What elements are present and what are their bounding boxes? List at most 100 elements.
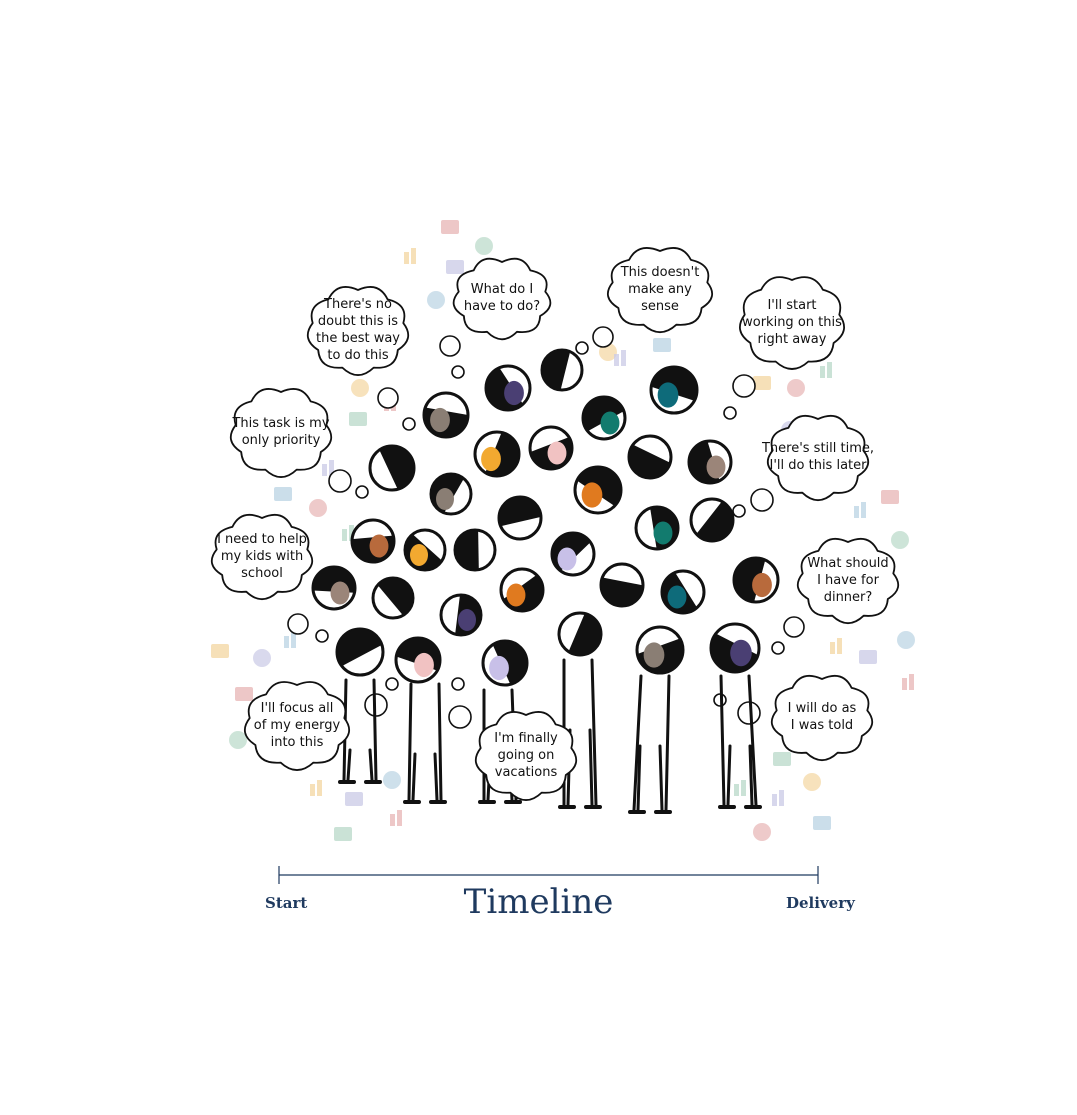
- faded-chart-icon: [909, 674, 914, 690]
- person-hair: [696, 501, 733, 541]
- thought-bubble-text: This task is my only priority: [232, 416, 330, 448]
- person-hair: [601, 577, 643, 606]
- faded-chart-icon: [820, 366, 825, 378]
- person-face: [643, 642, 665, 668]
- person-hair: [542, 350, 571, 390]
- faded-chart-icon: [621, 350, 626, 366]
- thought-trail-dot: [732, 504, 746, 518]
- person-hair: [336, 629, 382, 667]
- person-hair: [733, 558, 766, 602]
- faded-document-icon: [859, 650, 877, 664]
- thought-trails: [287, 326, 805, 729]
- thought-trail-dot: [328, 469, 352, 493]
- faded-chart-icon: [837, 638, 842, 654]
- person-hair: [629, 444, 671, 478]
- person-hair: [651, 366, 697, 401]
- person-body: [407, 682, 443, 802]
- person-face: [600, 411, 620, 435]
- person-face: [330, 581, 350, 605]
- thought-bubble-text: There's still time, I'll do this later: [761, 441, 875, 473]
- faded-people-icon: [753, 823, 771, 841]
- faded-document-icon: [334, 827, 352, 841]
- thought-bubble-text: I need to help my kids with school: [217, 531, 307, 581]
- person-hair: [499, 497, 541, 527]
- faded-chart-icon: [322, 464, 327, 476]
- thought-trail-dot: [385, 677, 399, 691]
- faded-chart-icon: [397, 810, 402, 826]
- thought-bubble: [306, 286, 410, 376]
- person-face: [430, 407, 450, 433]
- faded-document-icon: [653, 338, 671, 352]
- faded-document-icon: [446, 260, 464, 274]
- faded-chart-icon: [827, 362, 832, 378]
- person-face: [706, 455, 726, 479]
- faded-document-icon: [274, 487, 292, 501]
- thought-trail-dot: [377, 387, 399, 409]
- person-face: [458, 609, 476, 631]
- person-hair: [568, 613, 601, 655]
- person-hair: [379, 445, 415, 490]
- thought-bubble: [739, 276, 845, 370]
- crowd-people: [311, 348, 780, 814]
- faded-people-icon: [803, 773, 821, 791]
- person-face: [730, 639, 752, 667]
- thought-trail-dot: [451, 365, 465, 379]
- person-body: [632, 674, 671, 812]
- faded-document-icon: [441, 220, 459, 234]
- faded-people-icon: [891, 531, 909, 549]
- faded-people-icon: [787, 379, 805, 397]
- thought-bubble-text: I will do as I was told: [787, 701, 857, 733]
- faded-people-icon: [309, 499, 327, 517]
- faded-chart-icon: [830, 642, 835, 654]
- thought-trail-dot: [783, 616, 805, 638]
- thought-bubble-text: I'll focus all of my energy into this: [253, 700, 341, 750]
- faded-document-icon: [349, 412, 367, 426]
- faded-people-icon: [351, 379, 369, 397]
- thought-trail-dot: [771, 641, 785, 655]
- faded-people-icon: [427, 291, 445, 309]
- thought-trail-dot: [402, 417, 416, 431]
- faded-chart-icon: [349, 525, 354, 541]
- thought-trail-dot: [451, 677, 465, 691]
- person-face: [369, 534, 389, 558]
- thought-trail-dot: [737, 701, 761, 725]
- thought-bubble-text: I'm finally going on vacations: [494, 730, 558, 780]
- faded-people-icon: [229, 731, 247, 749]
- faded-document-icon: [773, 752, 791, 766]
- person-face: [653, 521, 673, 545]
- faded-document-icon: [753, 376, 771, 390]
- person-face: [506, 583, 526, 607]
- thought-bubble: [452, 257, 552, 341]
- person-face: [414, 652, 434, 678]
- thought-trail-dot: [750, 488, 774, 512]
- faded-chart-icon: [310, 784, 315, 796]
- thought-bubble: [770, 674, 874, 762]
- thought-bubble: [474, 711, 578, 801]
- faded-chart-icon: [741, 780, 746, 796]
- person-face: [657, 382, 679, 408]
- timeline-start-label: Start: [265, 894, 308, 912]
- person-body: [719, 674, 758, 807]
- faded-chart-icon: [854, 506, 859, 518]
- faded-chart-icon: [614, 354, 619, 366]
- timeline-end-label: Delivery: [786, 894, 855, 912]
- person-hair: [377, 578, 413, 616]
- person-face: [557, 547, 577, 571]
- person-face: [547, 441, 567, 465]
- faded-chart-icon: [317, 780, 322, 796]
- thought-bubble-text: What do I have to do?: [463, 282, 541, 314]
- thought-trail-dot: [448, 705, 472, 729]
- timeline-title: Timeline: [463, 882, 614, 922]
- person-face: [481, 446, 501, 472]
- faded-chart-icon: [342, 529, 347, 541]
- faded-people-icon: [475, 237, 493, 255]
- faded-document-icon: [235, 687, 253, 701]
- person-face: [410, 544, 428, 566]
- thought-bubble: [210, 513, 314, 601]
- faded-chart-icon: [411, 248, 416, 264]
- thought-clouds: [210, 247, 900, 801]
- thought-bubble: [606, 247, 714, 334]
- faded-chart-icon: [390, 814, 395, 826]
- thought-trail-dot: [287, 613, 309, 635]
